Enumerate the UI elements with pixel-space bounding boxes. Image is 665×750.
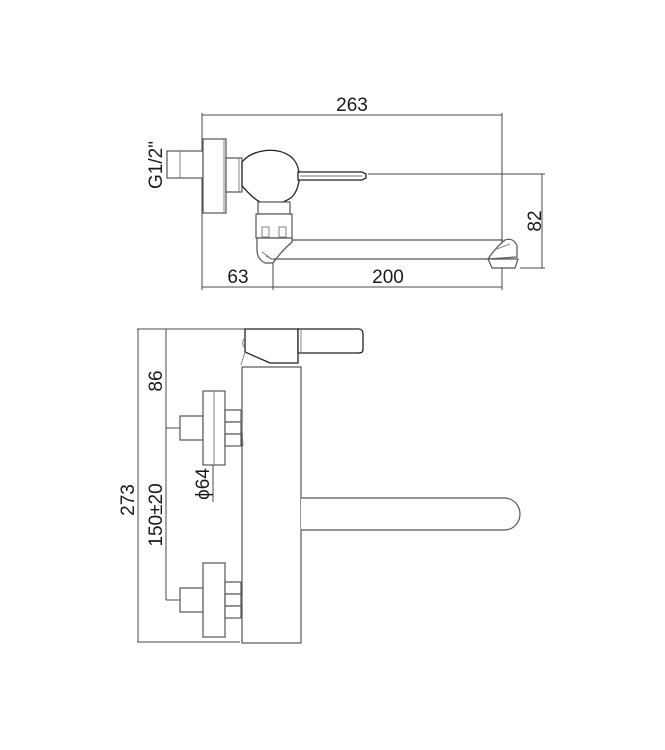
dim-overall-length: 263 xyxy=(336,95,368,116)
dim-inlet-spacing: 150±20 xyxy=(146,483,167,546)
dim-wall-to-spout: 63 xyxy=(227,267,248,288)
front-view: 273 86 150±20 ϕ64 xyxy=(118,328,521,644)
dim-overall-height: 273 xyxy=(118,484,139,516)
dim-thread-g12: G1/2" xyxy=(146,141,167,189)
dim-escutcheon-diameter: ϕ64 xyxy=(193,468,214,500)
dim-spout-length: 200 xyxy=(372,267,404,288)
top-view: 263 63 200 82 G1/2" xyxy=(146,95,546,290)
dim-height-82: 82 xyxy=(525,210,546,231)
dim-top-to-inlet: 86 xyxy=(146,370,167,391)
